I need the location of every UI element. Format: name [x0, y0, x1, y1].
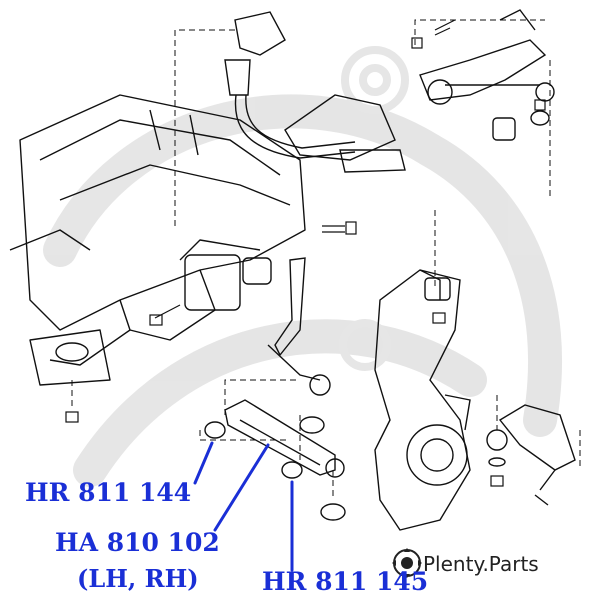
watermark-logo-ring [339, 46, 409, 371]
plenty-parts-logo-icon [392, 548, 422, 578]
label-ha-810-102: HA 810 102 [55, 528, 220, 557]
bushing-hr-811-145 [281, 461, 303, 479]
upper-control-arm [419, 9, 555, 141]
lower-control-arm-b [204, 399, 346, 521]
leader-lines [193, 441, 294, 572]
brand-name: Plenty [423, 552, 483, 576]
leader-line-hr-811-144 [193, 441, 214, 485]
fasteners [65, 19, 546, 487]
steering-knuckle [374, 269, 471, 531]
leader-line-ha-810-102 [213, 443, 270, 532]
stabilizer-bar [224, 11, 406, 173]
label-hr-811-145: HR 811 145 [262, 567, 429, 596]
bushing-hr-811-144 [204, 421, 226, 439]
lower-control-arm-a [242, 257, 331, 434]
label-hr-811-144: HR 811 144 [25, 478, 192, 507]
assembly-guide-lines [71, 19, 581, 500]
brand-suffix: Parts [488, 552, 539, 576]
subframe-crossmember [9, 94, 306, 386]
watermark-swoosh [43, 94, 563, 487]
label-ha-810-102-note: (LH, RH) [77, 564, 199, 593]
brand-wordmark: Plenty.Parts [423, 552, 539, 576]
